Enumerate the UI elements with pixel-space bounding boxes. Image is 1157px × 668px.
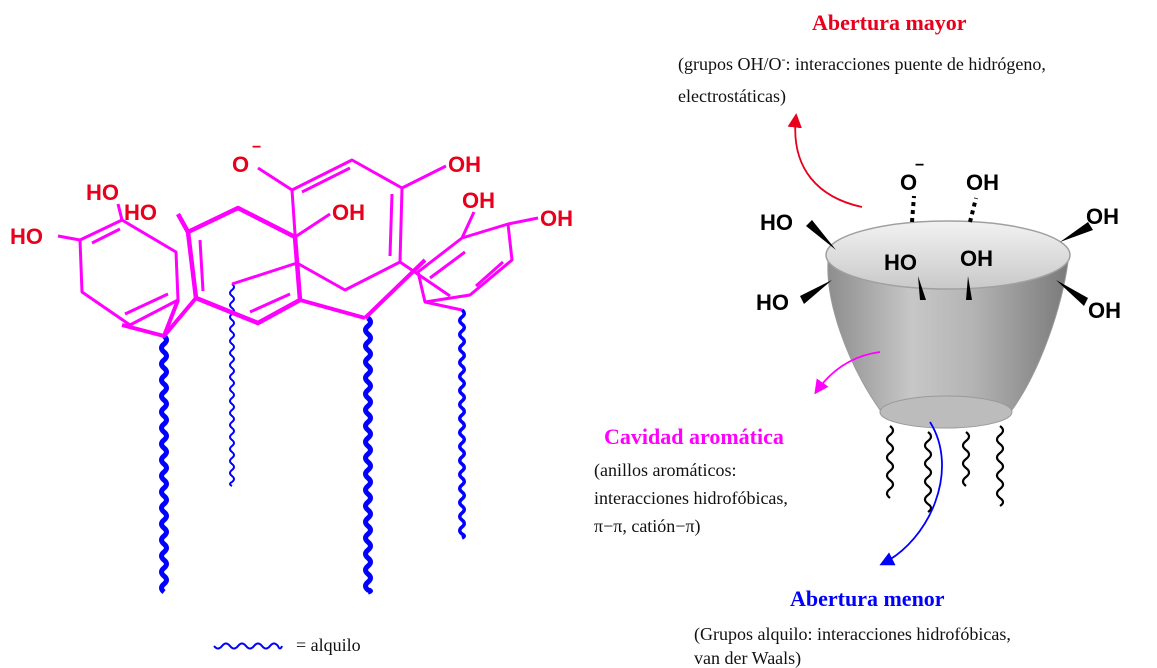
hydroxyl-labels: O − OH HO HO OH OH OH HO [10,139,573,249]
cup-model: O − OH HO OH HO OH HO OH [756,113,1121,566]
alkyl-chain [159,334,169,594]
cavity-description-line1: (anillos aromáticos: [594,460,736,481]
hydroxyl-bond [294,212,331,239]
methylene-bridge [231,261,298,286]
cavity-description-line3: π−π, catión−π) [594,516,701,537]
ring-double-bond [429,250,466,280]
alkyl-chain [458,308,466,540]
cup-bonds [800,195,1093,306]
upper-rim-description-line2: electrostáticas) [678,86,786,107]
cup-hydroxyl-label: HO [756,290,789,315]
hydroxyl-bond [401,164,447,190]
ring-double-bond [124,292,169,316]
hydroxyl-bond [257,166,293,192]
hydroxyl-bond [507,216,539,226]
lower-rim-title: Abertura menor [790,586,945,611]
cup-alkyl-tail [885,425,895,499]
cup-phenolate-charge: − [915,157,924,174]
cup-phenolate-oxygen: O [900,170,917,195]
methylene-bridge [299,298,366,320]
methylene-bridge [162,299,180,337]
cavity-arrow [814,351,881,395]
wedge-bond [806,220,836,250]
ring-double-bond [388,193,394,257]
cup-hydroxyl-label: OH [960,246,993,271]
alkyl-legend: = alquilo [213,635,361,655]
upper-rim-desc-suffix: : interacciones puente de hidrógeno, [786,54,1046,74]
cup-hydroxyl-label: OH [1088,298,1121,323]
upper-rim-description: (grupos OH/O-: interacciones puente de h… [678,52,1046,75]
cavity-description-line2: interacciones hidrofóbicas, [594,488,788,508]
hydroxyl-bond [460,211,476,239]
methylene-bridge [363,258,427,320]
hydroxyl-bond [176,212,190,234]
lower-rim-annotation: Abertura menor (Grupos alquilo: interacc… [694,586,1011,668]
alkyl-legend-label: = alquilo [296,635,361,655]
lower-rim-description-line2: van der Waals) [694,648,801,668]
wedge-bond [800,280,832,304]
hydroxyl-label: HO [86,180,119,205]
hydroxyl-bond [57,234,81,242]
methylene-bridge [399,260,451,298]
ring-double-bond [475,260,504,288]
wedge-bond [1060,222,1093,242]
aromatic-ring-front [185,205,303,326]
aromatic-ring-right [416,222,514,304]
methylene-bridge [424,300,463,312]
phenolate-charge: − [252,139,261,156]
cup-alkyl-tail [995,425,1005,507]
hydroxyl-label: OH [448,152,481,177]
hydroxyl-label: OH [332,200,365,225]
hydroxyl-label: HO [124,200,157,225]
cup-hydroxyl-label: OH [1086,204,1119,229]
alkyl-legend-wave [213,642,283,650]
cup-alkyl-tails [885,425,1005,513]
hydroxyl-label: HO [10,224,43,249]
dashed-bond [968,197,978,223]
aromatic-ring-left [78,218,180,327]
lower-rim-description-line1: (Grupos alquilo: interacciones hidrofóbi… [694,624,1011,645]
alkyl-chain [363,316,373,595]
ring-double-bond [301,166,351,194]
hydroxyl-label: OH [462,188,495,213]
alkyl-chain [229,283,235,487]
hydroxyl-label: OH [540,206,573,231]
cup-bottom-rim [879,395,1013,429]
hydroxyl-bond [116,203,124,221]
upper-rim-annotation: Abertura mayor (grupos OH/O-: interaccio… [678,10,1046,107]
phenolate-oxygen-label: O [232,152,249,177]
cup-opening [825,220,1071,290]
cup-hydroxyl-label: HO [884,250,917,275]
upper-rim-desc-sup: - [782,52,786,66]
cup-hydroxyl-label: OH [966,170,999,195]
ring-double-bond [91,227,121,245]
cavity-annotation: Cavidad aromática (anillos aromáticos: i… [594,424,788,537]
aromatic-rings [57,158,539,338]
wedge-bond [918,276,926,300]
calixarene-molecule: O − OH HO HO OH OH OH HO = alquilo [10,139,573,655]
wedge-bond [1056,280,1088,306]
cup-labels: O − OH HO OH HO OH HO OH [756,157,1121,323]
upper-rim-title: Abertura mayor [812,10,967,35]
cup-hydroxyl-label: HO [760,210,793,235]
upper-rim-arrow [787,113,863,208]
alkyl-chains [159,283,466,595]
dashed-bond [910,195,916,223]
methylene-bridge [121,296,198,338]
aromatic-ring-back [290,158,404,292]
wedge-bond [966,276,972,300]
cup-alkyl-tail [961,431,971,487]
cavity-title: Cavidad aromática [604,424,784,449]
cup-alkyl-tail [923,431,933,513]
ring-double-bond [249,292,291,314]
upper-rim-desc-prefix: (grupos OH/O [678,54,782,75]
lower-rim-arrow [879,421,943,566]
ring-double-bond [198,239,205,292]
